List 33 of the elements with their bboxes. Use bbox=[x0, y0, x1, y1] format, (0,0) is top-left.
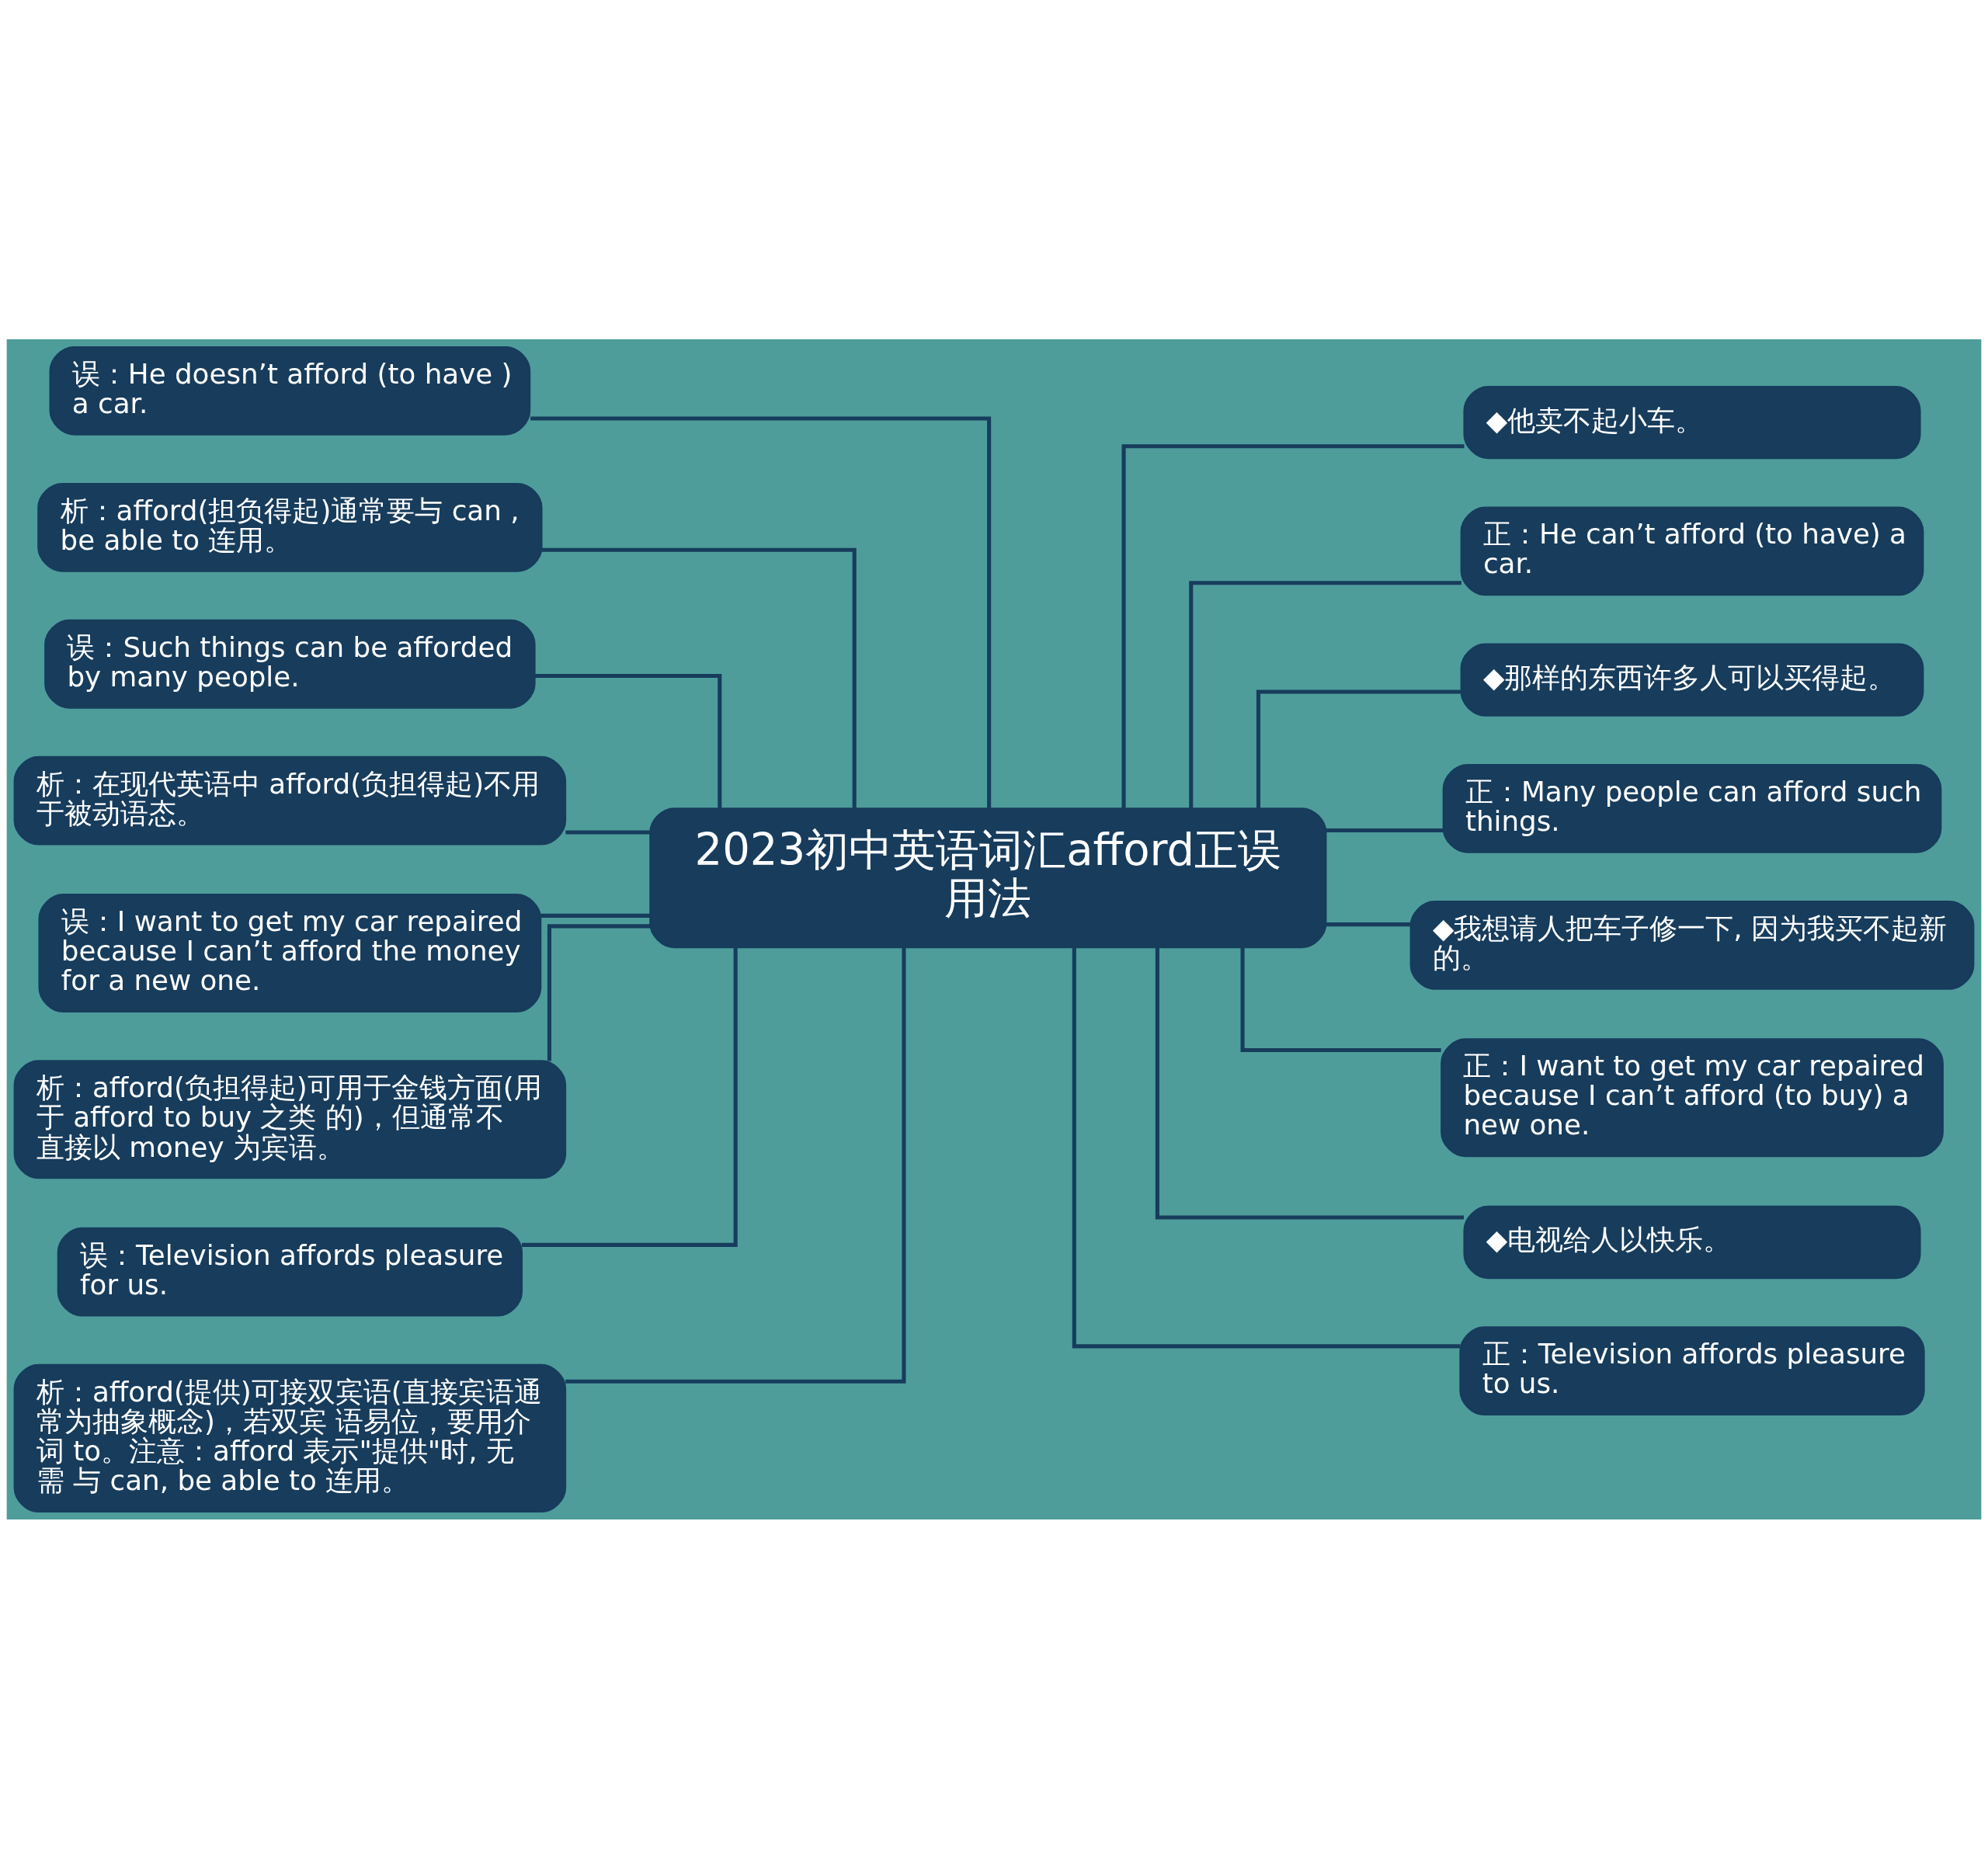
node-box: 误：He doesn’t afford (to have ) a car. bbox=[49, 346, 531, 436]
node-box: ◆我想请人把车子修一下, 因为我买不起新的。 bbox=[1409, 900, 1975, 990]
connector bbox=[522, 947, 738, 1247]
node-box: 析：在现代英语中 afford(负担得起)不用于被动语态。 bbox=[13, 755, 567, 846]
connector bbox=[540, 913, 651, 918]
connector bbox=[1072, 946, 1461, 1348]
connector bbox=[565, 946, 906, 1384]
connector bbox=[1189, 580, 1461, 808]
connector bbox=[1256, 689, 1461, 808]
connector bbox=[541, 547, 857, 808]
connector bbox=[1155, 946, 1464, 1220]
node-box: 正：Television affords pleasure to us. bbox=[1459, 1325, 1925, 1415]
node-box: 误：Such things can be afforded by many people. bbox=[44, 619, 536, 709]
connector bbox=[547, 923, 651, 1061]
node-box: 正：I want to get my car repaired because I can’t afford (to buy) a new one. bbox=[1441, 1037, 1944, 1157]
node-box: ◆他卖不起小车。 bbox=[1463, 385, 1921, 459]
connector bbox=[534, 673, 722, 808]
connector bbox=[565, 830, 651, 835]
node-box: 析：afford(提供)可接双宾语(直接宾语通常为抽象概念)，若双宾 语易位，要用介词 to。注意：afford 表示"提供"时, 无需 与 can, be able to 连用。 bbox=[13, 1363, 567, 1512]
connector bbox=[1326, 922, 1411, 926]
node-box: ◆电视给人以快乐。 bbox=[1463, 1205, 1921, 1279]
connector bbox=[1240, 946, 1441, 1052]
node-box: 析：afford(担负得起)通常要与 can , be able to 连用。 bbox=[37, 482, 543, 572]
node-box: 误：I want to get my car repaired because I can’t afford the money for a new one. bbox=[38, 893, 542, 1012]
node-box: 析：afford(负担得起)可用于金钱方面(用于 afford to buy 之类 的)，但通常不直接以 money 为宾语。 bbox=[13, 1059, 567, 1179]
connector bbox=[1326, 828, 1444, 832]
node-box: 正：Many people can afford such things. bbox=[1442, 763, 1942, 853]
node-box: 误：Television affords pleasure for us. bbox=[57, 1227, 523, 1317]
node-box: 2023初中英语词汇afford正误用法 bbox=[649, 807, 1327, 948]
node-box: ◆那样的东西许多人可以买得起。 bbox=[1460, 642, 1924, 717]
node-box: 正：He can’t afford (to have) a car. bbox=[1460, 506, 1924, 596]
connector bbox=[530, 415, 992, 808]
connector bbox=[1121, 443, 1465, 808]
